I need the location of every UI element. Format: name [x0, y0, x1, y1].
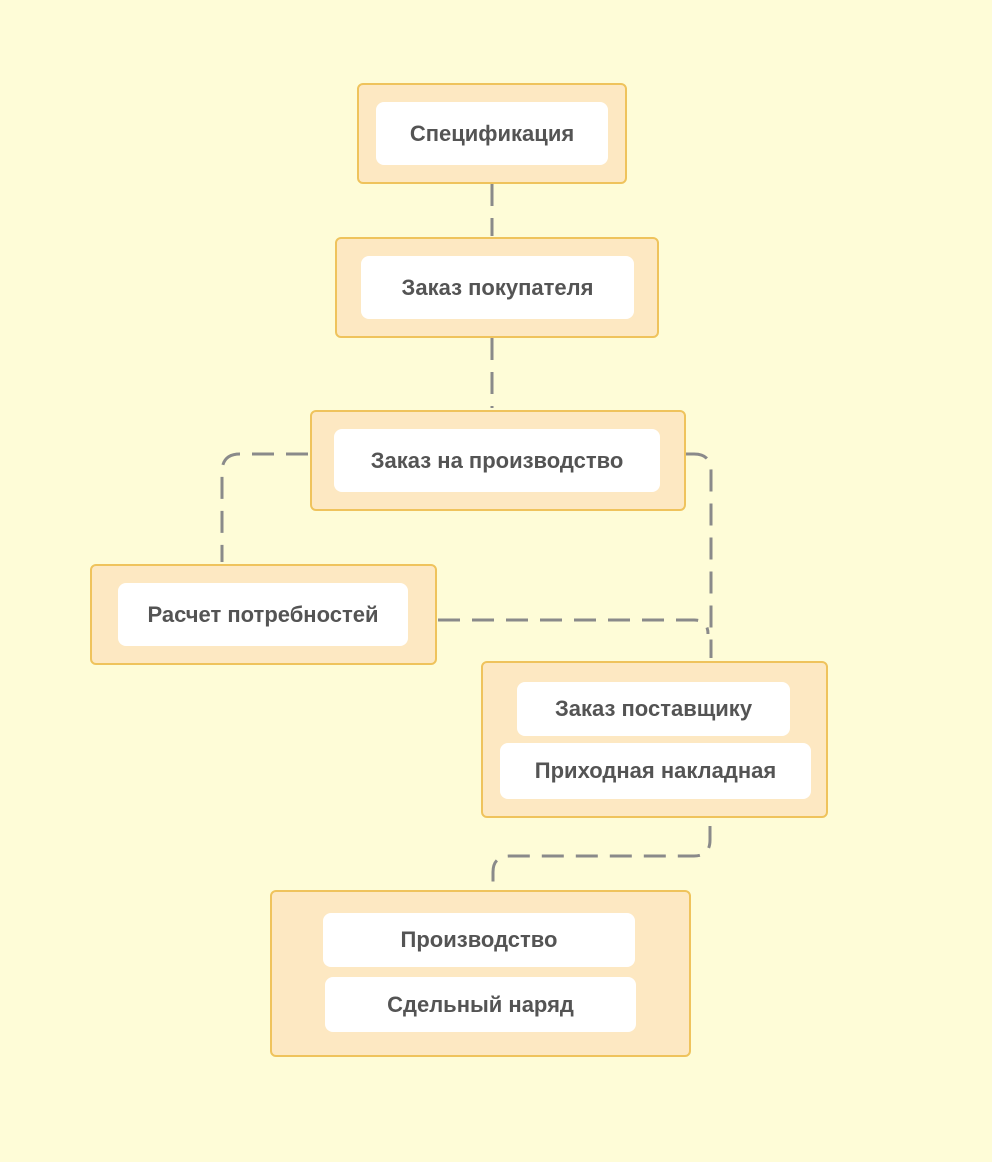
- supply-node: Заказ поставщику Приходная накладная: [481, 661, 828, 818]
- supplier-order-label[interactable]: Заказ поставщику: [517, 682, 790, 736]
- connector-production-order-to-supply: [686, 452, 713, 658]
- production-order-label[interactable]: Заказ на производство: [334, 429, 660, 492]
- customer-order-node: Заказ покупателя: [335, 237, 659, 338]
- specification-label[interactable]: Спецификация: [376, 102, 608, 165]
- connector-production-order-to-requirements: [220, 452, 308, 562]
- specification-node: Спецификация: [357, 83, 627, 184]
- production-order-node: Заказ на производство: [310, 410, 686, 511]
- connector-supply-to-production: [491, 826, 712, 888]
- connector-requirements-to-supply: [438, 618, 710, 635]
- receipt-invoice-label[interactable]: Приходная накладная: [500, 743, 811, 799]
- customer-order-label[interactable]: Заказ покупателя: [361, 256, 634, 319]
- requirements-calc-label[interactable]: Расчет потребностей: [118, 583, 408, 646]
- piecework-order-label[interactable]: Сдельный наряд: [325, 977, 636, 1032]
- production-node: Производство Сдельный наряд: [270, 890, 691, 1057]
- requirements-calc-node: Расчет потребностей: [90, 564, 437, 665]
- production-label[interactable]: Производство: [323, 913, 635, 967]
